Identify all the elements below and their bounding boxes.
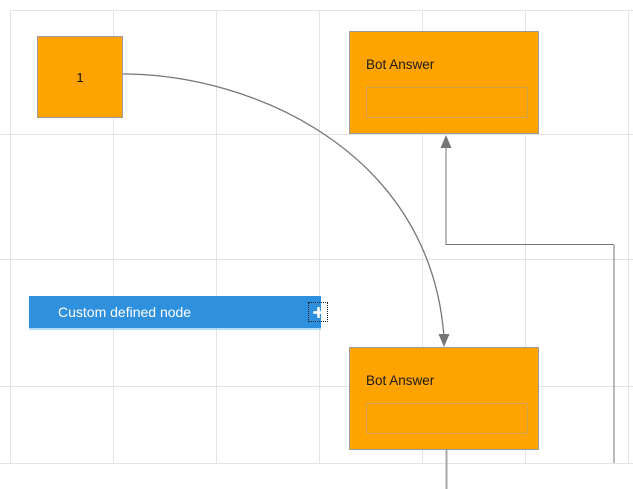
custom-defined-node-palette-item[interactable]: Custom defined node [29, 296, 328, 328]
node-bot-answer-title: Bot Answer [366, 373, 435, 388]
node-bot-answer-top[interactable]: Bot Answer [349, 31, 539, 134]
node-bot-answer-field[interactable] [366, 87, 528, 118]
node-bot-answer-title: Bot Answer [366, 57, 435, 72]
plus-icon[interactable] [308, 302, 328, 322]
node-bot-answer-bottom[interactable]: Bot Answer [349, 347, 539, 450]
node-start[interactable]: 1 [37, 36, 123, 118]
node-bot-answer-field[interactable] [366, 403, 528, 434]
custom-defined-node-label: Custom defined node [58, 304, 192, 320]
node-start-label: 1 [76, 69, 84, 85]
